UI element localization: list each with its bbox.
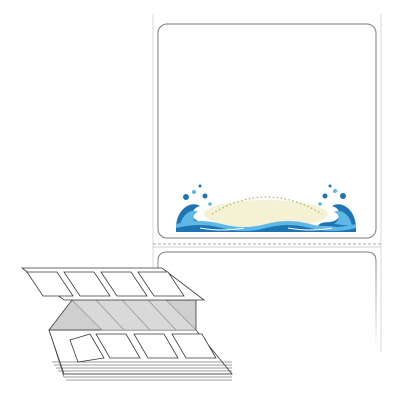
wave-splash-icon <box>176 184 356 232</box>
second-label <box>157 251 377 352</box>
top-label <box>157 23 377 239</box>
perforation-line <box>153 243 381 248</box>
fanfold-labels-icon <box>20 267 233 381</box>
